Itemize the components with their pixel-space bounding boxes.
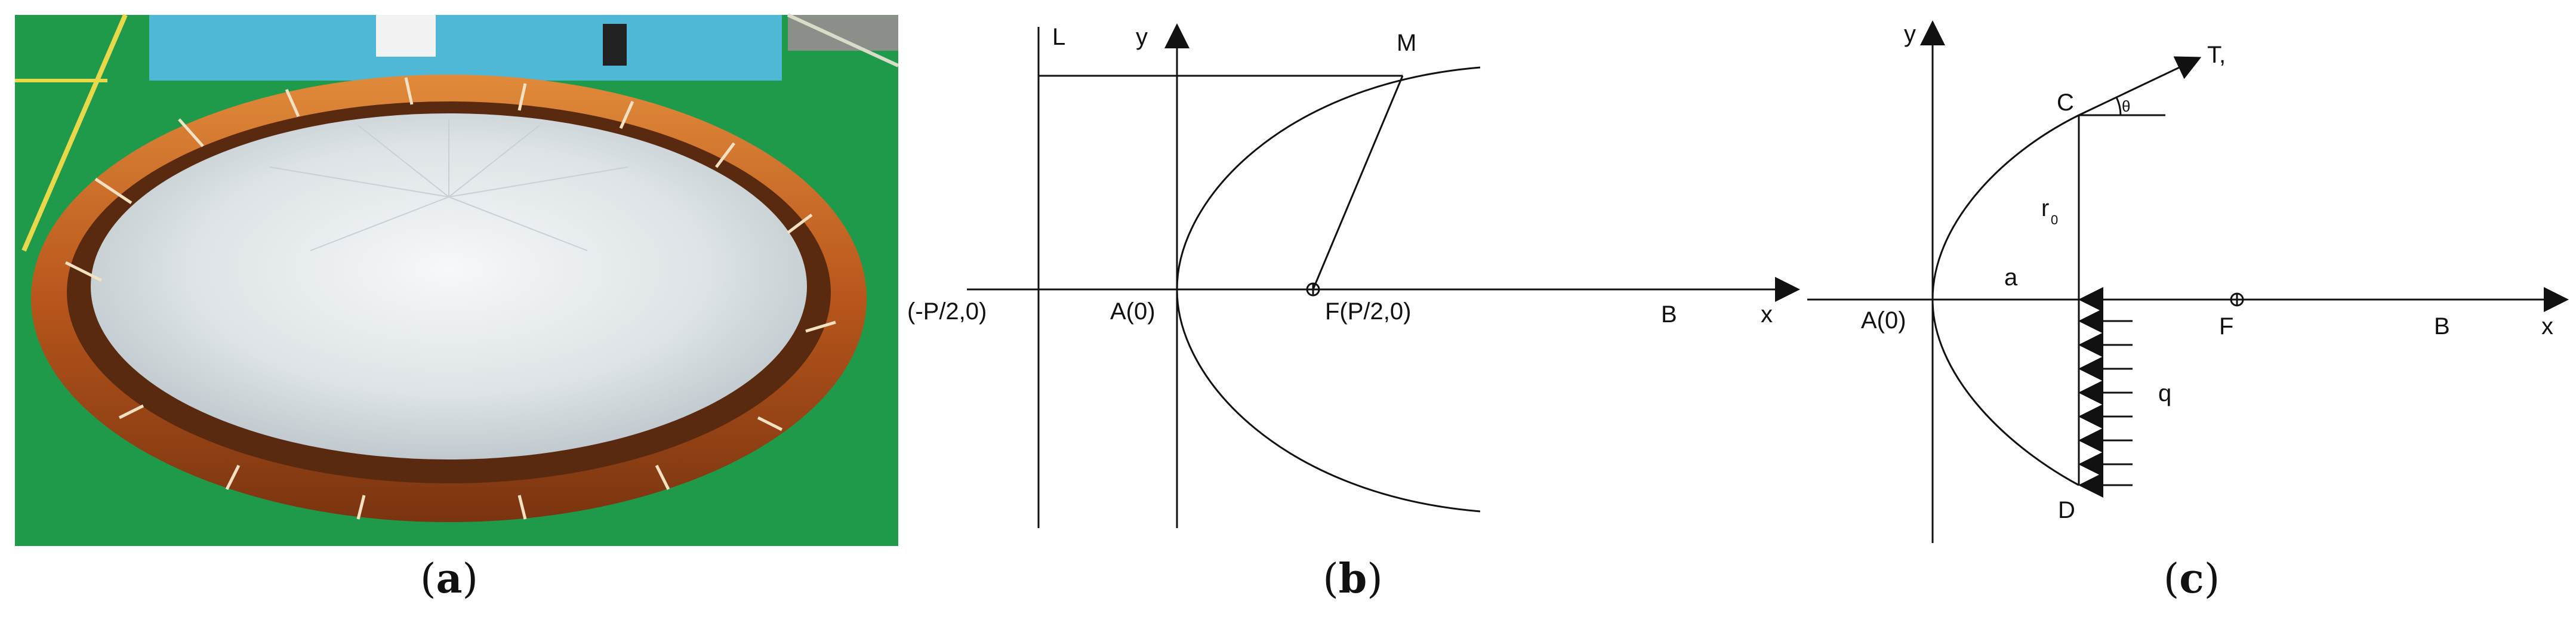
label-a-origin: A(0) [1110,298,1155,325]
label-r: r [2041,195,2049,221]
label-f: F [2219,313,2233,340]
parabola-curve [1176,66,1481,513]
panel-b: L y M (-P/2,0) A(0) F(P/2,0) B x (b) [898,0,1807,620]
label-m: M [1397,30,1416,56]
caption-b: (b) [1323,555,1383,603]
label-theta: θ [2122,97,2130,115]
pressure-arrows [2078,287,2133,498]
theta-arc [2115,97,2122,116]
person [376,15,436,57]
ring-segment-bands [64,77,836,520]
tension-arrow [2078,56,2202,116]
label-q: q [2158,380,2171,406]
label-c: C [2057,90,2074,116]
label-y: y [1904,21,1916,47]
label-f-focus: F(P/2,0) [1325,298,1411,325]
label-a: a [2004,264,2018,291]
line-m-to-f [1312,75,1404,290]
label-y: y [1136,24,1148,50]
label-minus-p-half: (-P/2,0) [907,298,987,325]
caption-a: (a) [420,555,479,603]
diagram-parabola-focus: L y M (-P/2,0) A(0) F(P/2,0) B x [907,23,1800,528]
label-b: B [1661,301,1677,328]
photo-inflatable-antenna [15,13,898,546]
parabola-curve [1931,114,2079,486]
panel-a: (a) [0,0,898,620]
diagram-membrane-forces: y T, C θ r 0 a A(0) F B x q D [1807,20,2569,543]
label-a-origin: A(0) [1861,307,1906,334]
label-l: L [1052,24,1065,50]
caption-c: (c) [2163,555,2220,603]
label-b: B [2434,313,2450,340]
label-x: x [1761,301,1773,328]
label-tension: T, [2207,42,2226,68]
label-r-subscript: 0 [2051,212,2058,227]
focus-marker [1306,282,1320,297]
blue-backdrop [149,15,782,81]
panel-c: y T, C θ r 0 a A(0) F B x q D (c) [1807,0,2576,620]
label-x: x [2541,313,2553,340]
focus-marker [2230,292,2244,307]
label-d: D [2058,497,2075,523]
reflector-membrane [91,113,807,459]
